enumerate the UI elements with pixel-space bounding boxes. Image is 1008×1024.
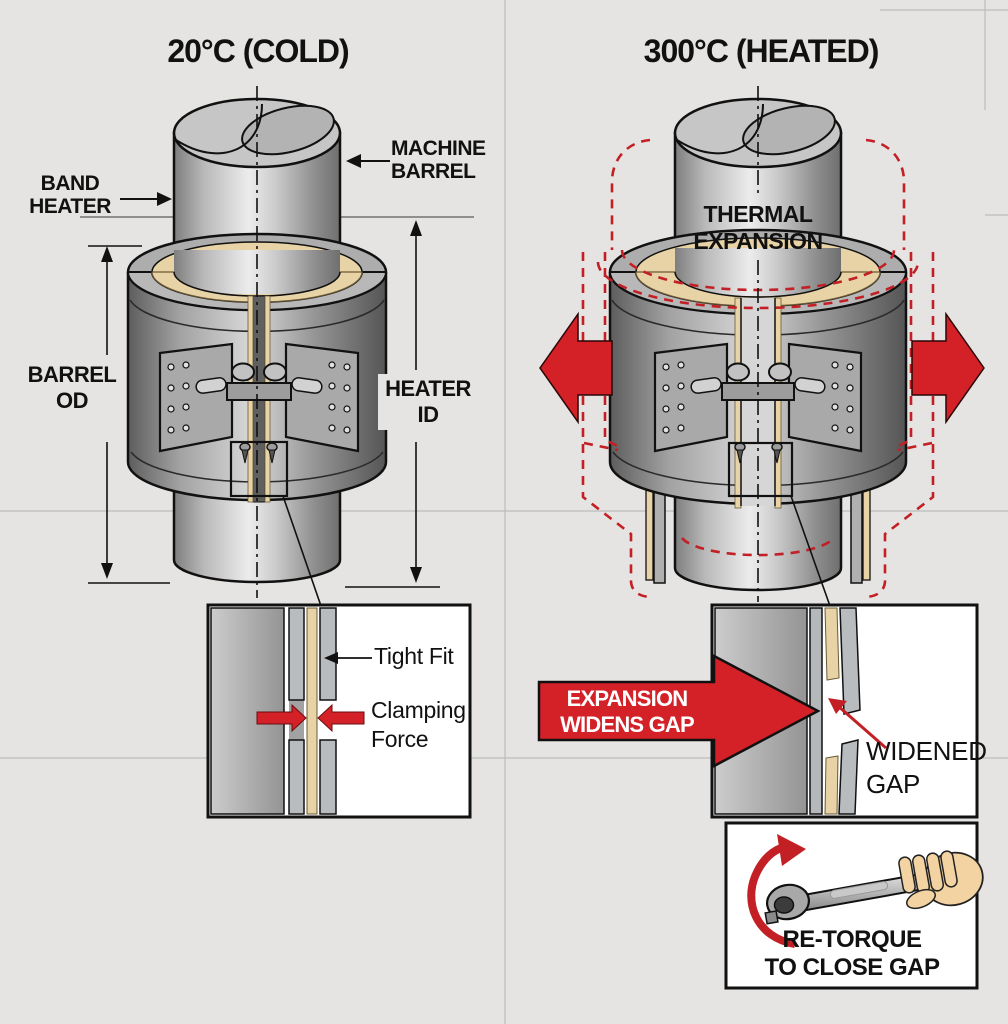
heated-title: 300°C (HEATED) bbox=[643, 33, 880, 69]
detail-highlight-cold bbox=[229, 440, 289, 498]
band-heater-cold bbox=[126, 232, 388, 503]
machine-barrel-label: MACHINE BARREL bbox=[391, 137, 486, 183]
tight-fit-leader bbox=[324, 652, 372, 664]
retorque-label: RE-TORQUE TO CLOSE GAP bbox=[764, 926, 940, 981]
widened-gap-label: WIDENED GAP bbox=[866, 736, 987, 799]
clamping-force-arrow-right-icon bbox=[317, 703, 365, 733]
hand-icon bbox=[898, 850, 984, 910]
band-heater-arrow bbox=[120, 192, 172, 206]
expansion-arrow-left-icon bbox=[539, 311, 613, 425]
clamp-hardware-cold bbox=[158, 342, 360, 464]
clamping-force-arrow-left-icon bbox=[256, 703, 307, 733]
expansion-arrow-right-icon bbox=[911, 311, 985, 425]
tight-fit-label: Tight Fit bbox=[374, 643, 454, 669]
expansion-widens-gap-label: EXPANSION WIDENS GAP bbox=[560, 686, 695, 737]
machine-barrel-arrow bbox=[346, 154, 390, 168]
band-heater-label: BAND HEATER bbox=[29, 172, 111, 218]
detail-highlight-heated bbox=[727, 441, 794, 498]
cold-diagram bbox=[80, 86, 474, 607]
rotation-arrow-icon bbox=[747, 834, 806, 948]
retorque-inset bbox=[724, 821, 984, 990]
heater-id-label: HEATER ID bbox=[378, 374, 478, 430]
heated-inset bbox=[537, 603, 979, 819]
barrel-od-label: BARREL OD bbox=[22, 360, 122, 416]
heated-diagram bbox=[539, 86, 985, 607]
clamp-hardware-heated bbox=[653, 342, 863, 464]
detail-leader-cold bbox=[282, 495, 322, 607]
expansion-widens-gap-banner bbox=[537, 653, 821, 769]
thermal-expansion-label: THERMAL EXPANSION bbox=[693, 201, 823, 254]
barrel-od-dimension bbox=[88, 245, 170, 584]
widened-gap-leader bbox=[828, 698, 887, 750]
band-split-heated bbox=[734, 297, 782, 509]
clamping-force-label: Clamping Force bbox=[371, 697, 466, 752]
cold-title: 20°C (COLD) bbox=[167, 33, 349, 69]
detail-leader-heated bbox=[790, 495, 831, 607]
cold-inset bbox=[206, 603, 472, 819]
heater-id-dimension bbox=[345, 220, 440, 588]
